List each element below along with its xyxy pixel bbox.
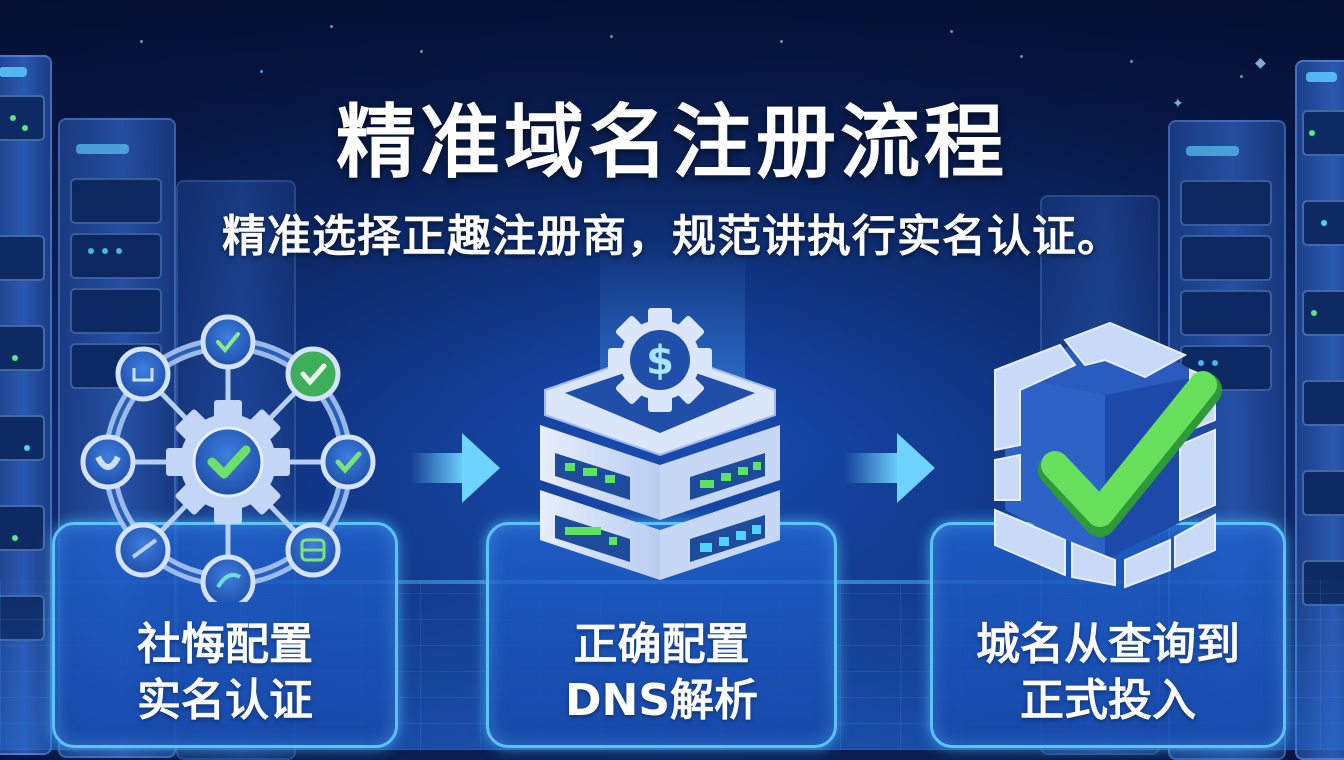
step-3-line-2: 正式投入 [1020,675,1196,726]
step-3-line-1: 城名从查询到 [976,619,1240,670]
arrow-right-icon [845,433,935,503]
step-1-text: 社悔配置 实名认证 [55,617,395,729]
step-2-text: 正确配置 DNS解析 [489,617,834,729]
gear-network-checkmark-icon [78,312,378,610]
server-dollar-gear-icon: $ [525,305,795,585]
server-rack-right-front [1295,60,1344,760]
step-3-text: 城名从查询到 正式投入 [933,617,1283,729]
step-2-line-2: DNS解析 [564,675,759,726]
step-2-line-1: 正确配置 [573,619,750,670]
step-1-line-2: 实名认证 [137,675,313,726]
step-1-line-1: 社悔配置 [137,619,313,670]
sparkle-icon: ◆ [1255,55,1266,71]
arrow-right-icon [410,433,500,503]
server-rack-left-front [0,55,52,755]
sparkle-icon: ✦ [1172,96,1184,112]
cube-checkmark-icon [975,315,1235,590]
page-subtitle: 精准选择正趣注册商，规范讲执行实名认证。 [222,211,1122,262]
svg-text:$: $ [646,338,674,384]
page-title: 精准域名注册流程 [336,96,1008,189]
